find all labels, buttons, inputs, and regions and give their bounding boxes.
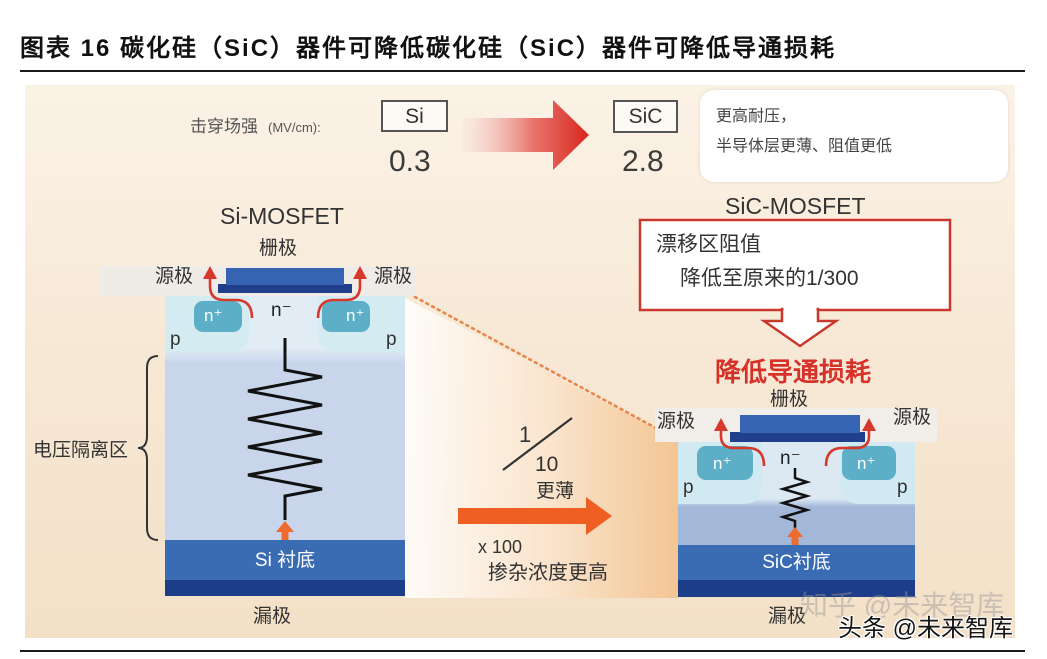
sic-current-up-arrow	[787, 527, 803, 545]
sic-mosfet-title: SiC-MOSFET	[725, 193, 866, 219]
si-drift-resistor	[247, 338, 323, 520]
sic-source-label-right: 源极	[893, 407, 932, 428]
sic-substrate-label: SiC衬底	[762, 552, 831, 573]
si-drain-label: 漏极	[253, 606, 292, 627]
si-current-up-arrow	[276, 521, 294, 541]
breakdown-field-arrow	[462, 100, 589, 170]
si-current-arrowhead-right	[353, 266, 367, 279]
sic-callout-line-1: 漂移区阻值	[656, 233, 761, 256]
si-breakdown-value: 0.3	[389, 145, 431, 178]
sic-current-arrowhead-left	[714, 418, 728, 431]
sic-gate-electrode	[730, 432, 865, 442]
sic-n-plus-label-left: n⁺	[713, 454, 732, 473]
breakdown-note-line-1: 更高耐压，	[716, 108, 797, 125]
sic-material-box: SiC	[613, 100, 678, 133]
sic-n-plus-label-right: n⁺	[857, 454, 876, 473]
sic-breakdown-value: 2.8	[622, 145, 664, 178]
sic-n-minus-label: n⁻	[780, 448, 801, 469]
zoom-dotted-line	[413, 295, 680, 442]
doping-note: 掺杂浓度更高	[488, 562, 608, 584]
sic-mosfet-structure	[655, 408, 937, 597]
sic-drain-label: 漏极	[768, 606, 807, 627]
thickness-fraction-denominator: 10	[535, 453, 559, 476]
si-n-plus-label-left: n⁺	[204, 306, 223, 325]
doping-arrow	[458, 497, 612, 535]
breakdown-field-label: 击穿场强	[190, 117, 258, 136]
thickness-fraction-numerator: 1	[519, 422, 532, 447]
si-source-label-left: 源极	[155, 266, 194, 287]
si-material-box: Si	[381, 100, 448, 132]
si-mosfet-title: Si-MOSFET	[220, 203, 344, 229]
isolation-region-bracket	[137, 355, 159, 541]
bottom-rule	[20, 650, 1025, 652]
fraction-slash	[502, 417, 573, 471]
watermark-toutiao: 头条 @未来智库	[838, 615, 1014, 642]
sic-current-path-right	[824, 429, 871, 467]
sic-gate-label: 栅极	[770, 389, 809, 410]
si-p-label-left: p	[170, 329, 181, 350]
si-n-plus-right	[322, 301, 370, 332]
si-current-path-right	[316, 277, 362, 319]
si-mosfet-structure	[100, 266, 415, 596]
si-n-plus-label-right: n⁺	[346, 306, 365, 325]
sic-callout-box	[638, 218, 952, 312]
si-p-label-right: p	[386, 329, 397, 350]
si-source-label-right: 源极	[374, 266, 413, 287]
breakdown-note-line-2: 半导体层更薄、阻值更低	[716, 138, 893, 155]
si-current-path-left	[208, 277, 254, 319]
sic-callout-down-arrow	[760, 307, 840, 348]
zoom-fan-region	[405, 298, 678, 598]
sic-drift-resistor	[778, 468, 812, 529]
si-gate	[226, 268, 344, 285]
sic-current-path-left	[719, 429, 766, 467]
sic-n-plus-left	[697, 446, 753, 480]
si-gate-electrode	[218, 284, 352, 293]
sic-callout-seam-cover	[783, 305, 817, 311]
sic-n-plus-right	[842, 446, 896, 480]
sic-gate	[740, 415, 860, 433]
top-rule	[20, 70, 1025, 72]
si-gate-label: 栅极	[259, 238, 298, 259]
si-n-plus-left	[194, 301, 242, 332]
sic-callout-line-2: 降低至原来的1/300	[680, 267, 859, 290]
watermark-zhihu: 知乎 @未来智库	[800, 590, 1005, 621]
sic-material-label: SiC	[628, 105, 663, 128]
breakdown-field-unit: (MV/cm):	[268, 120, 321, 135]
sic-substrate	[678, 545, 915, 580]
breakdown-note-box	[700, 90, 1008, 182]
si-drain-electrode	[165, 580, 405, 596]
sic-p-label-right: p	[897, 477, 908, 498]
si-substrate-label: Si 衬底	[254, 550, 316, 571]
doping-multiplier: x 100	[478, 537, 523, 557]
sic-headline: 降低导通损耗	[715, 357, 872, 387]
si-material-label: Si	[405, 104, 424, 128]
sic-current-arrowhead-right	[862, 418, 876, 431]
si-substrate	[165, 540, 405, 580]
sic-p-label-left: p	[683, 477, 694, 498]
figure-caption: 图表 16 碳化硅（SiC）器件可降低碳化硅（SiC）器件可降低导通损耗	[20, 35, 837, 62]
sic-source-label-left: 源极	[657, 411, 696, 432]
thickness-note: 更薄	[536, 481, 575, 502]
si-n-minus-label: n⁻	[271, 300, 292, 321]
sic-drain-electrode	[678, 580, 915, 597]
isolation-region-label: 电压隔离区	[33, 440, 129, 461]
si-current-arrowhead-left	[203, 266, 217, 279]
